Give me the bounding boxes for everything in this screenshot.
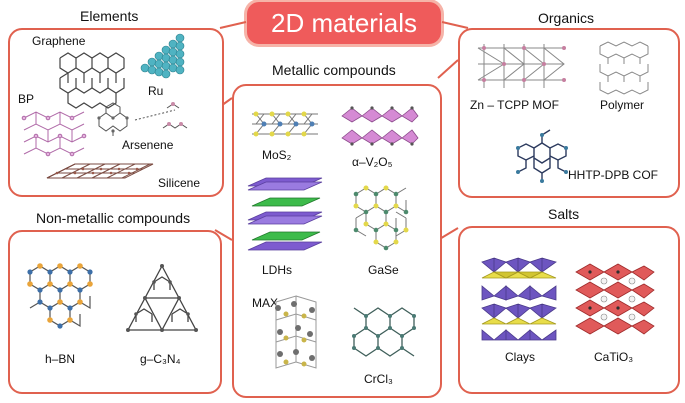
salts-title: Salts (548, 206, 580, 222)
catio3-structure-icon (575, 263, 655, 335)
gc3n4-label: g–C₃N₄ (140, 352, 181, 366)
hhtp-dpb-cof-structure-icon (516, 129, 568, 183)
metallic-title: Metallic compounds (272, 62, 396, 78)
silicene-structure-icon (46, 163, 154, 179)
organics-title: Organics (538, 10, 595, 26)
elements-title: Elements (80, 8, 139, 24)
v2o5-structure-icon (341, 106, 419, 146)
v2o5-label: α–V₂O₅ (352, 155, 393, 169)
ru-structure-icon (140, 33, 185, 79)
bp-structure-icon (21, 111, 87, 157)
zn-tcpp-mof-label: Zn – TCPP MOF (470, 98, 559, 112)
graphene-structure-icon (59, 52, 125, 109)
gase-structure-icon (353, 185, 409, 251)
catio3-label: CaTiO₃ (594, 350, 634, 364)
arsenene-label: Arsenene (122, 138, 174, 152)
silicene-label: Silicene (158, 176, 201, 190)
polymer-structure-icon (599, 41, 649, 95)
hbn-label: h–BN (45, 352, 76, 366)
crcl3-label: CrCl₃ (364, 372, 393, 386)
ldhs-label: LDHs (262, 263, 293, 277)
max-structure-icon (275, 295, 317, 369)
graphene-label: Graphene (32, 34, 86, 48)
ldhs-structure-icon (247, 177, 323, 251)
gc3n4-structure-icon (126, 264, 198, 332)
bp-label: BP (18, 92, 35, 106)
ru-label: Ru (148, 84, 164, 98)
zn-tcpp-mof-structure-icon (477, 44, 566, 88)
arsenene-structure-icon (97, 102, 188, 136)
max-label: MAX (252, 296, 279, 310)
main-title-banner: 2D materials (247, 2, 441, 44)
clays-structure-icon (481, 257, 557, 341)
clays-label: Clays (505, 350, 536, 364)
hbn-structure-icon (27, 263, 93, 329)
mos2-structure-icon (252, 111, 318, 137)
gase-label: GaSe (368, 263, 399, 277)
crcl3-structure-icon (352, 307, 416, 357)
polymer-label: Polymer (600, 98, 645, 112)
mos2-label: MoS₂ (262, 148, 292, 162)
nonmetallic-title: Non-metallic compounds (36, 210, 191, 226)
hhtp-dpb-cof-label: HHTP-DPB COF (568, 168, 658, 182)
